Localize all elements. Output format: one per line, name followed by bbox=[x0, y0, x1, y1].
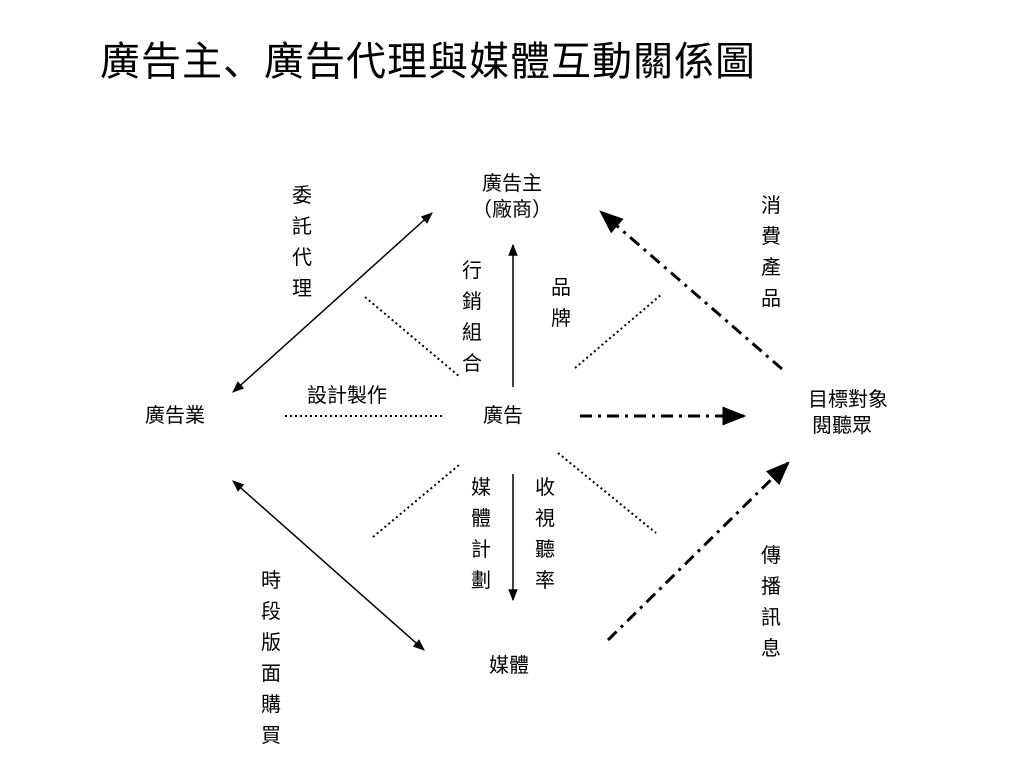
dotted-line-upper-left bbox=[364, 296, 461, 378]
agency-advertiser-arrow bbox=[232, 212, 433, 393]
label-media-plan: 媒 體 計 劃 bbox=[471, 475, 491, 592]
target-node: 目標對象 閱聽眾 bbox=[808, 386, 888, 438]
label-entrust-agency: 委 託 代 理 bbox=[292, 183, 312, 300]
target-label: 目標對象 bbox=[808, 387, 888, 411]
agency-node: 廣告業 bbox=[145, 403, 205, 427]
page-title: 廣告主、廣告代理與媒體互動關係圖 bbox=[100, 39, 756, 85]
label-time-space-purchase: 時 段 版 面 購 買 bbox=[261, 568, 281, 747]
label-consume-product: 消 費 產 品 bbox=[761, 193, 781, 310]
agency-media-arrow bbox=[232, 480, 425, 651]
media-target-arrow bbox=[606, 461, 790, 642]
dotted-line-lower-left bbox=[372, 464, 460, 538]
advertiser-sublabel: （廠商） bbox=[472, 197, 552, 221]
advertiser-label: 廣告主 bbox=[482, 171, 542, 195]
advertiser-node: 廣告主 （廠商） bbox=[468, 170, 556, 222]
label-ratings: 收 視 聽 率 bbox=[535, 475, 555, 592]
ad-node: 廣告 bbox=[483, 403, 523, 427]
label-design-production: 設計製作 bbox=[307, 383, 387, 407]
target-sublabel: 閱聽眾 bbox=[812, 413, 872, 437]
dotted-line-upper-right bbox=[574, 293, 663, 369]
label-marketing-mix: 行 銷 組 合 bbox=[462, 258, 482, 375]
target-advertiser-arrow bbox=[599, 210, 783, 371]
media-node: 媒體 bbox=[489, 653, 529, 677]
dotted-line-lower-right bbox=[557, 452, 657, 534]
label-deliver-message: 傳 播 訊 息 bbox=[761, 543, 781, 660]
label-brand: 品 牌 bbox=[551, 275, 571, 330]
